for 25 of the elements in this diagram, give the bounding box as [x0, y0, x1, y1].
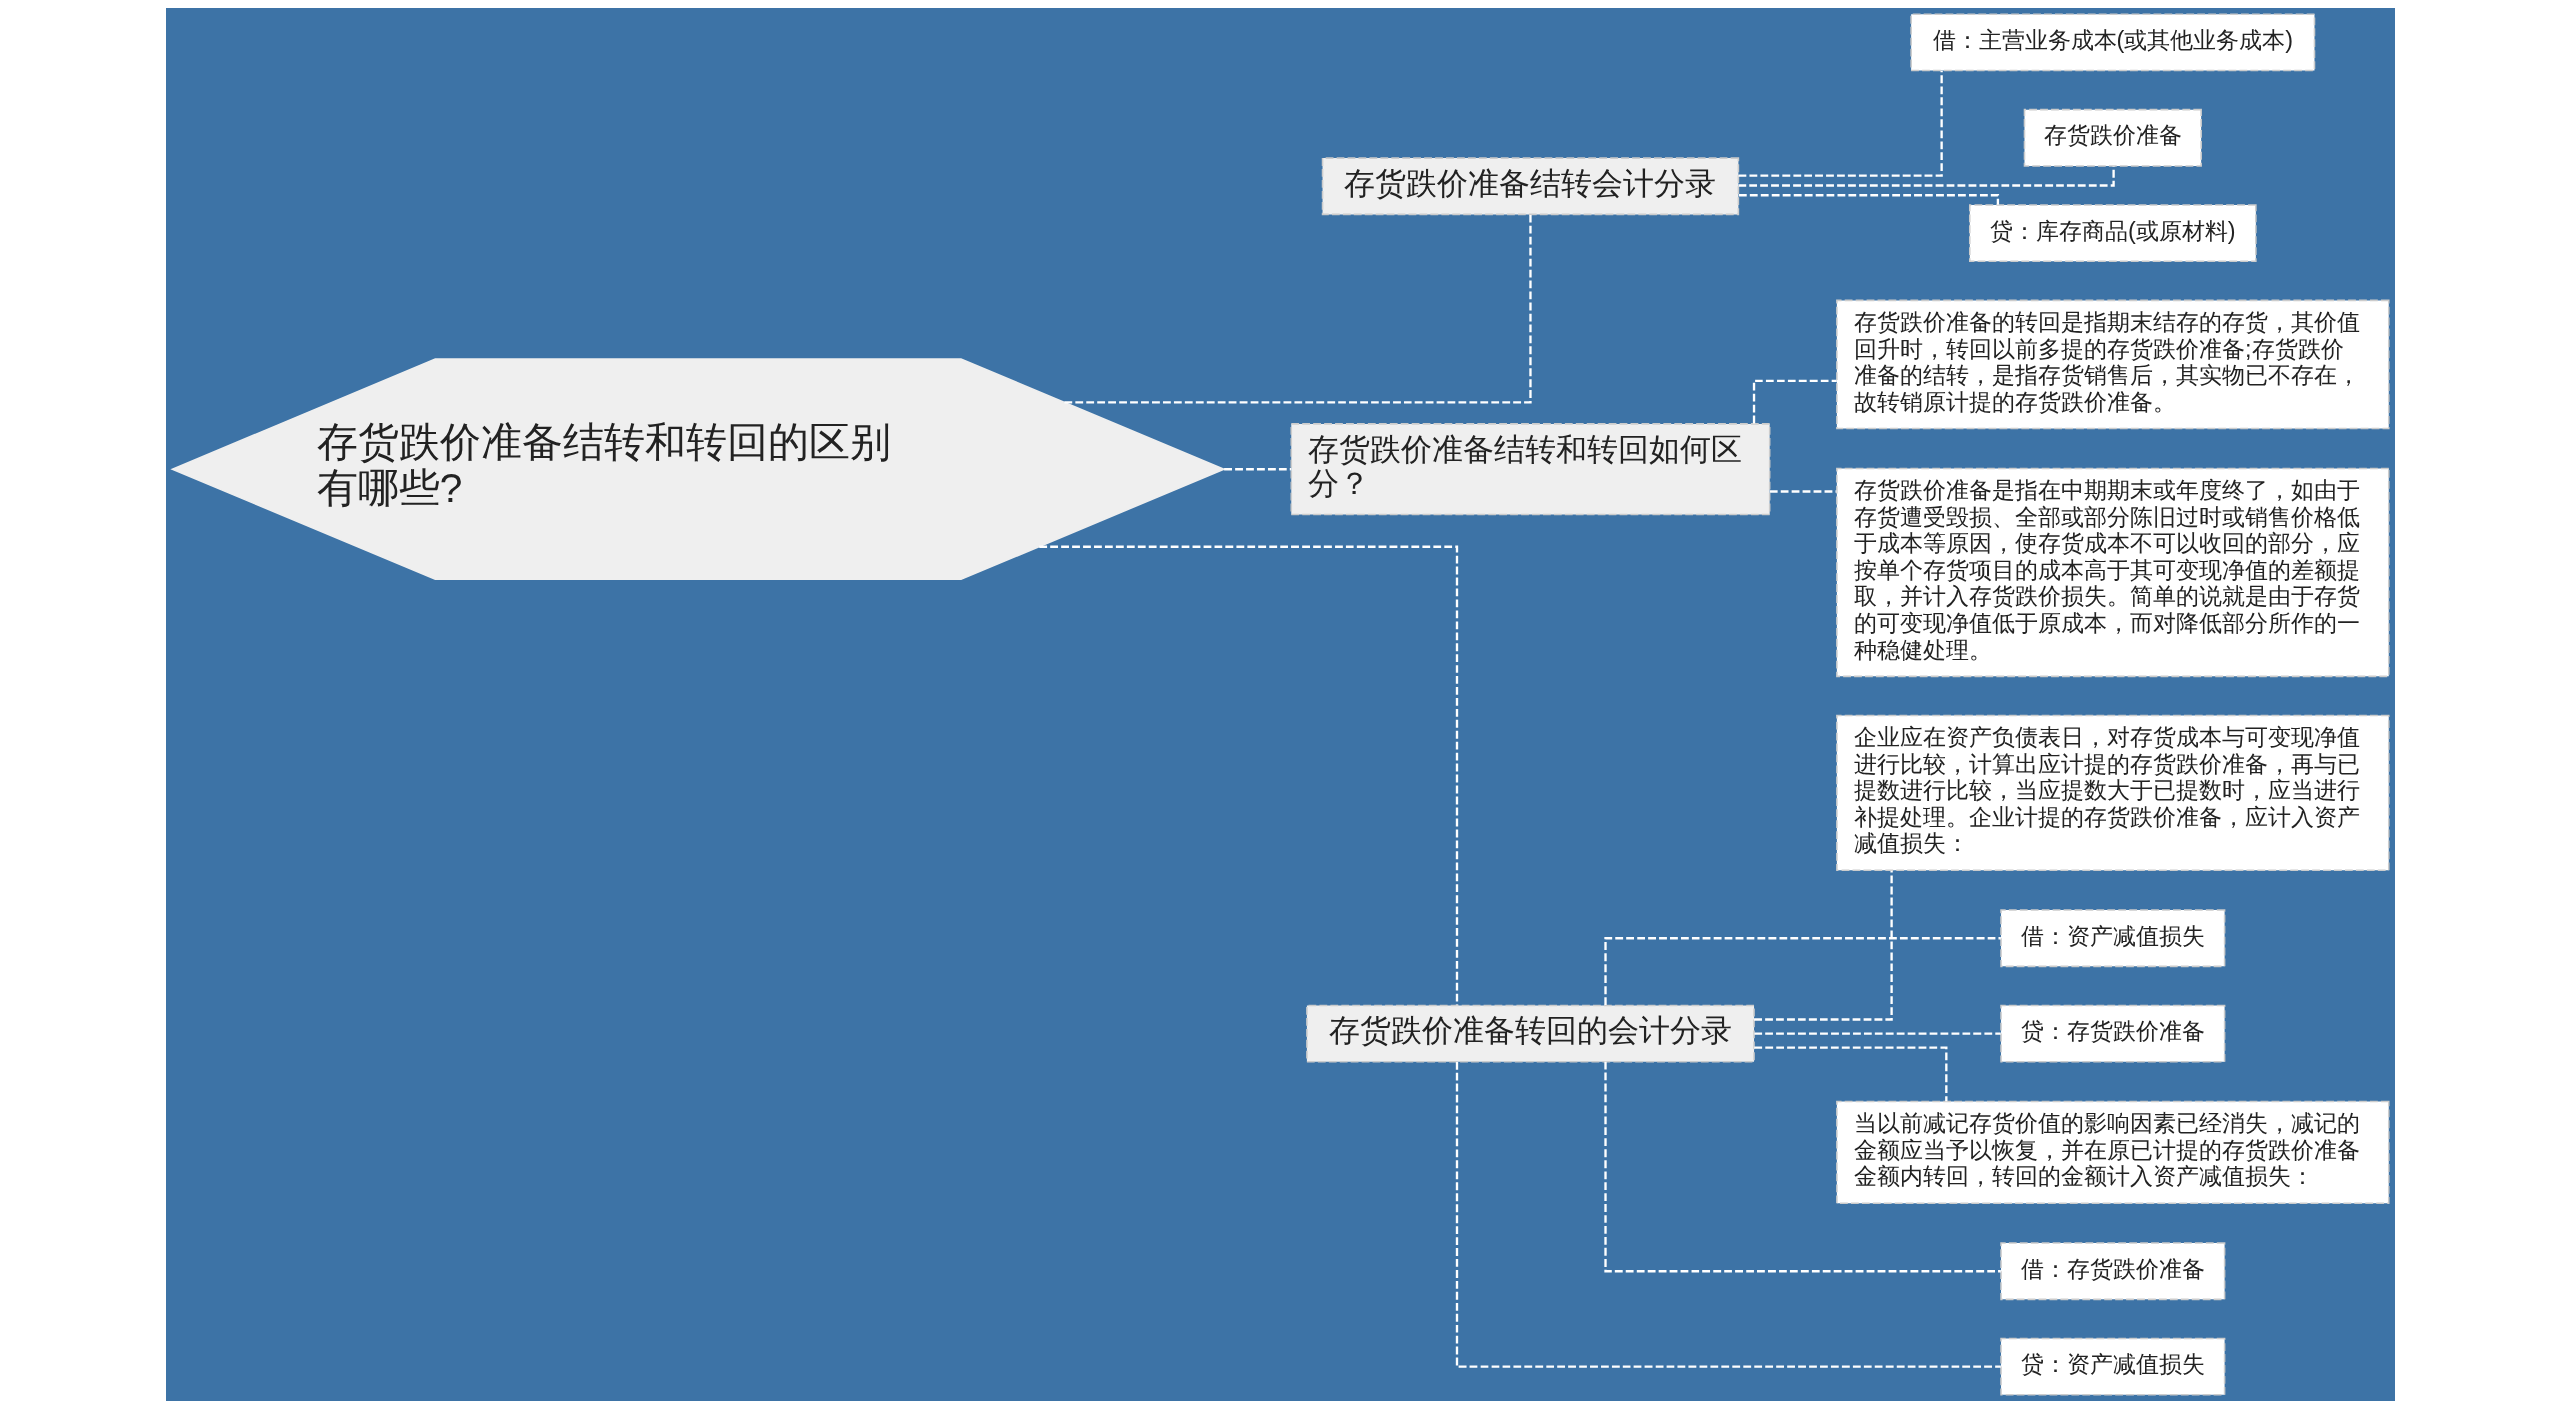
node-box: 存货跌价准备转回的会计分录	[1305, 1004, 1755, 1063]
connector	[1063, 214, 1532, 404]
node-box: 借：存货跌价准备	[1999, 1242, 2225, 1301]
node-box: 贷：库存商品(或原材料)	[1968, 204, 2257, 263]
connector	[1603, 1061, 2001, 1273]
node-box: 借：资产减值损失	[1999, 909, 2225, 968]
connector	[1603, 937, 2001, 1005]
connector	[1752, 379, 1837, 424]
connector	[1753, 1032, 2001, 1035]
connector	[1455, 1061, 2001, 1368]
node-box: 当以前减记存货价值的影响因素已经消失，减记的金额应当予以恢复，并在原已计提的存货跌价准备金额内转回，转回的金额计入资产减值损失：	[1835, 1100, 2390, 1204]
node-box: 存货跌价准备的转回是指期末结存的存货，其价值回升时，转回以前多提的存货跌价准备;存货跌价准备的结转，是指存货销售后，其实物已不存在，故转销原计提的存货跌价准备。	[1835, 299, 2390, 430]
node-box: 存货跌价准备	[2023, 108, 2202, 167]
node-box: 贷：资产减值损失	[1999, 1337, 2225, 1396]
node-box: 贷：存货跌价准备	[1999, 1004, 2225, 1063]
node-box: 存货跌价准备结转会计分录	[1321, 157, 1739, 216]
node-box: 存货跌价准备是指在中期期末或年度终了，如由于存货遭受毁损、全部或部分陈旧过时或销售价格低于成本等原因，使存货成本不可以收回的部分，应按单个存货项目的成本高于其可变现净值的差额提取，并计入存货跌价损失。简单的说就是由于存货的可变现净值低于原成本，而对降低部分所作的一种稳健处理。	[1835, 467, 2390, 678]
node-box: 企业应在资产负债表日，对存货成本与可变现净值进行比较，计算出应计提的存货跌价准备，再与已提数进行比较，当应提数大于已提数时，应当进行补提处理。企业计提的存货跌价准备，应计入资产减值损失：	[1835, 714, 2390, 871]
connector	[1753, 870, 1893, 1021]
connector	[1737, 70, 1943, 177]
connector	[1738, 194, 1999, 205]
node-box: 存货跌价准备结转和转回如何区分？	[1290, 423, 1770, 516]
connector	[1223, 468, 1291, 471]
connector	[1753, 1046, 1947, 1102]
node-box: 借：主营业务成本(或其他业务成本)	[1909, 13, 2315, 72]
